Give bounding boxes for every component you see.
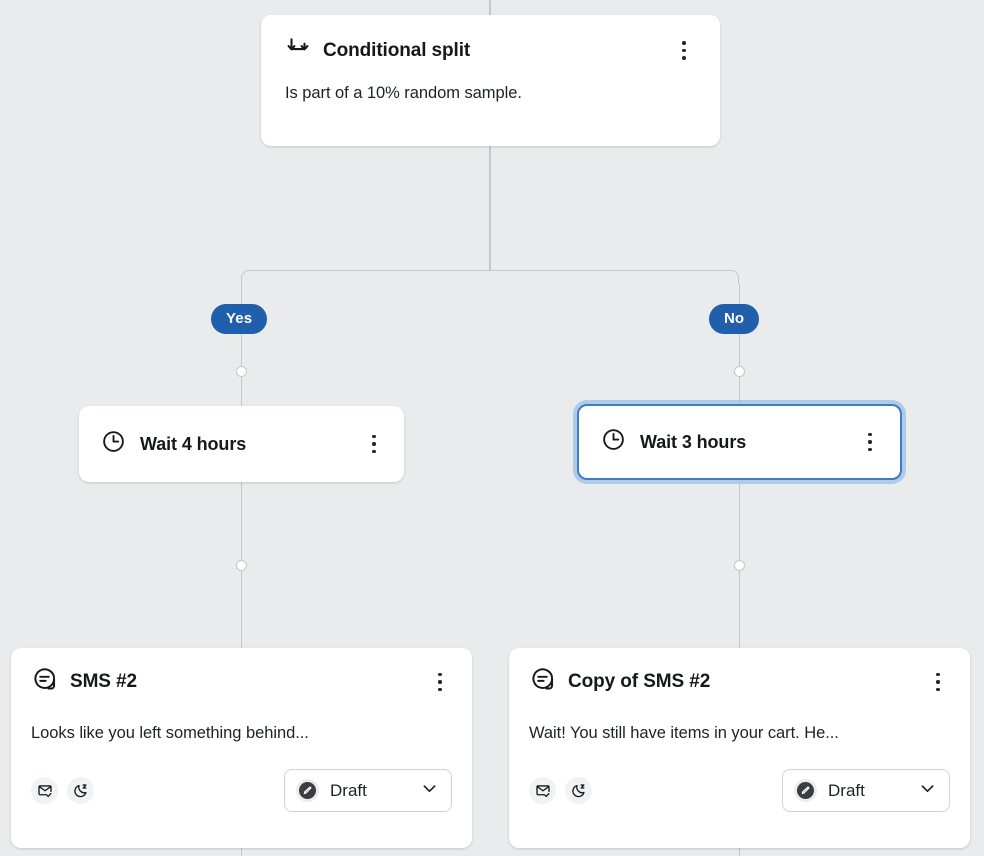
message-preview: Wait! You still have items in your cart.… [529, 724, 839, 742]
connector-dot-no-branch[interactable] [734, 366, 745, 377]
edge-sms-right-outgoing [738, 841, 740, 856]
node-card-copy-of-sms-2[interactable]: Copy of SMS #2 Wait! You still have item… [509, 648, 970, 848]
chat-bubble-icon [31, 666, 58, 698]
node-title: Copy of SMS #2 [568, 671, 711, 692]
edge-fork-right-corner [489, 270, 739, 284]
moon-z-icon[interactable] [67, 777, 94, 804]
branch-label-no[interactable]: No [709, 304, 760, 334]
node-card-wait-3-hours[interactable]: Wait 3 hours [577, 404, 902, 480]
status-label: Draft [330, 780, 367, 800]
kebab-menu-icon[interactable] [672, 38, 696, 64]
kebab-menu-icon[interactable] [362, 431, 386, 457]
node-title: SMS #2 [70, 671, 137, 692]
edge-no-to-wait [738, 284, 740, 404]
split-arrow-icon [285, 35, 311, 66]
connector-dot-wait4-outgoing[interactable] [236, 560, 247, 571]
chat-bubble-icon [529, 666, 556, 698]
branch-label-no-text: No [724, 310, 745, 327]
moon-z-icon[interactable] [565, 777, 592, 804]
kebab-menu-icon[interactable] [428, 669, 452, 695]
branch-label-yes[interactable]: Yes [211, 304, 268, 334]
chevron-down-icon [420, 779, 439, 803]
kebab-menu-icon[interactable] [858, 429, 882, 455]
edge-yes-to-wait [240, 284, 242, 406]
kebab-menu-icon[interactable] [926, 669, 950, 695]
node-card-conditional-split[interactable]: Conditional split Is part of a 10% rando… [261, 15, 720, 146]
envelope-check-icon[interactable] [529, 777, 556, 804]
card-header: SMS #2 [31, 666, 452, 698]
card-footer: Draft [529, 769, 950, 812]
badge-group [529, 777, 592, 804]
edge-fork-left-corner [241, 270, 490, 284]
edge-top-into-split [489, 0, 491, 15]
status-dropdown[interactable]: Draft [782, 769, 950, 812]
pencil-circle-icon [296, 779, 319, 802]
branch-label-yes-text: Yes [226, 310, 253, 327]
node-title: Wait 3 hours [640, 431, 747, 452]
edge-split-to-fork [489, 146, 491, 271]
node-title: Wait 4 hours [140, 433, 247, 454]
node-title: Conditional split [323, 39, 471, 61]
node-card-sms-2[interactable]: SMS #2 Looks like you left something beh… [11, 648, 472, 848]
status-dropdown[interactable]: Draft [284, 769, 452, 812]
pencil-circle-icon [794, 779, 817, 802]
status-label: Draft [828, 780, 865, 800]
connector-dot-yes-branch[interactable] [236, 366, 247, 377]
badge-group [31, 777, 94, 804]
connector-dot-wait3-outgoing[interactable] [734, 560, 745, 571]
chevron-down-icon [918, 779, 937, 803]
card-header: Conditional split [285, 35, 696, 66]
card-header: Wait 3 hours [601, 427, 882, 457]
clock-icon [601, 427, 626, 457]
card-header: Wait 4 hours [101, 429, 386, 459]
message-preview: Looks like you left something behind... [31, 724, 309, 742]
envelope-check-icon[interactable] [31, 777, 58, 804]
node-description: Is part of a 10% random sample. [285, 84, 522, 102]
edge-sms-left-outgoing [240, 841, 242, 856]
card-header: Copy of SMS #2 [529, 666, 950, 698]
card-footer: Draft [31, 769, 452, 812]
node-card-wait-4-hours[interactable]: Wait 4 hours [79, 406, 404, 482]
clock-icon [101, 429, 126, 459]
